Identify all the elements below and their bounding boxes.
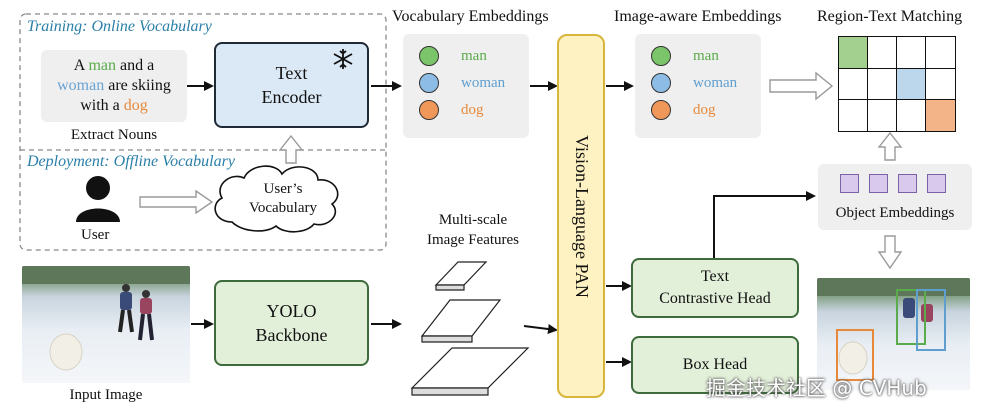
yolo-line1: YOLO <box>266 301 317 321</box>
grid-cell-matched <box>838 36 869 69</box>
hollow-arrow-cloud-to-encoder <box>278 134 304 164</box>
embedding-word: dog <box>461 101 484 118</box>
vision-language-pan-label: Vision-Language PAN <box>571 134 592 298</box>
deployment-title: Deployment: Offline Vocabulary <box>27 153 235 170</box>
caption-word: man <box>88 57 116 74</box>
user-icon <box>76 176 120 222</box>
box-head-box: Box Head <box>631 336 799 394</box>
yolo-backbone-box: YOLO Backbone <box>214 280 369 366</box>
extract-nouns-label: Extract Nouns <box>70 127 158 143</box>
arrow-features-to-pan <box>523 324 558 334</box>
text-head-line1: Text <box>700 268 730 285</box>
grid-cell-matched <box>925 99 956 132</box>
object-embedding-square <box>869 174 888 193</box>
vocabulary-region-border <box>19 13 387 251</box>
embedding-dot <box>651 73 671 93</box>
object-embedding-square <box>898 174 917 193</box>
text-head-line2: Contrastive Head <box>659 290 771 307</box>
embedding-word: man <box>461 47 487 64</box>
embedding-item: dog <box>651 100 716 120</box>
caption-word: woman <box>57 77 105 94</box>
image-aware-panel: man woman dog <box>635 34 761 138</box>
dog <box>49 333 83 371</box>
detection-box-dog <box>836 329 874 381</box>
yolo-line2: Backbone <box>255 325 328 345</box>
vocab-embeddings-title: Vocabulary Embeddings <box>392 8 549 25</box>
input-image-label: Input Image <box>69 387 143 403</box>
object-embeddings-label: Object Embeddings <box>835 205 955 221</box>
training-title: Training: Online Vocabulary <box>27 18 212 35</box>
vision-language-pan-box: Vision-Language PAN <box>557 34 605 398</box>
embedding-item: man <box>651 46 719 66</box>
embedding-dot <box>651 46 671 66</box>
embedding-item: dog <box>419 100 484 120</box>
embedding-item: woman <box>651 73 737 93</box>
text-contrastive-head-box: Text Contrastive Head <box>631 258 799 318</box>
grid-cell <box>838 67 869 101</box>
cloud-label-line2: Vocabulary <box>248 200 318 216</box>
detection-box-man <box>896 289 926 345</box>
embedding-dot <box>419 46 439 66</box>
grid-cell-matched <box>896 67 927 101</box>
object-embedding-square <box>927 174 946 193</box>
image-aware-title: Image-aware Embeddings <box>614 8 782 25</box>
user-label: User <box>81 227 110 243</box>
skier-man <box>118 284 134 333</box>
hollow-arrow-objects-to-matching <box>877 131 903 161</box>
embedding-dot <box>419 73 439 93</box>
box-head-label: Box Head <box>682 356 748 373</box>
cloud-label: User’s Vocabulary <box>228 180 338 218</box>
grid-cell <box>896 36 927 69</box>
grid-cell <box>867 99 898 132</box>
multiscale-label-line1: Multi-scale <box>438 212 508 228</box>
grid-cell <box>867 67 898 101</box>
caption-word: are skiing <box>104 77 171 94</box>
input-image <box>22 266 190 383</box>
cloud-label-line1: User’s <box>263 181 303 197</box>
multiscale-feature-planes <box>410 261 530 396</box>
caption-word: A <box>73 57 89 74</box>
object-embedding-square <box>840 174 859 193</box>
region-text-grid <box>838 36 956 132</box>
grid-cell <box>838 99 869 132</box>
caption-word: and a <box>116 57 155 74</box>
embedding-item: man <box>419 46 487 66</box>
hollow-arrow-imageaware-to-matching <box>769 71 834 101</box>
embedding-item: woman <box>419 73 505 93</box>
watermark-text: 掘金技术社区 @ CVHub <box>706 376 927 400</box>
multiscale-label: Multi-scale Image Features <box>408 210 538 250</box>
hollow-arrow-user-to-cloud <box>139 189 214 215</box>
embedding-word: woman <box>461 74 506 91</box>
grid-cell <box>896 99 927 132</box>
caption-panel: A man and a woman are skiing with a dog <box>41 50 187 122</box>
region-text-title: Region-Text Matching <box>817 8 963 25</box>
hollow-arrow-objects-to-output <box>877 235 903 270</box>
embedding-word: woman <box>693 74 738 91</box>
grid-cell <box>925 36 956 69</box>
object-embeddings-panel: Object Embeddings <box>818 164 972 230</box>
embedding-dot <box>651 100 671 120</box>
vocabulary-cloud <box>214 165 339 233</box>
embedding-word: man <box>693 47 719 64</box>
caption-word: with a <box>80 97 124 114</box>
skier-woman <box>138 290 154 341</box>
text-encoder-line2: Encoder <box>261 87 322 107</box>
detection-box-woman <box>916 289 946 351</box>
snowflake-icon <box>332 48 354 70</box>
embedding-word: dog <box>693 101 716 118</box>
vocab-embeddings-panel: man woman dog <box>403 34 529 138</box>
text-encoder-line1: Text <box>275 63 308 83</box>
caption-sentence: A man and a woman are skiing with a dog <box>57 56 171 116</box>
multiscale-label-line2: Image Features <box>426 232 520 248</box>
output-detection-image <box>817 278 970 390</box>
arrow-texthead-to-objects <box>713 191 816 258</box>
grid-cell <box>867 36 898 69</box>
embedding-dot <box>419 100 439 120</box>
grid-cell <box>925 67 956 101</box>
caption-word: dog <box>123 97 148 114</box>
